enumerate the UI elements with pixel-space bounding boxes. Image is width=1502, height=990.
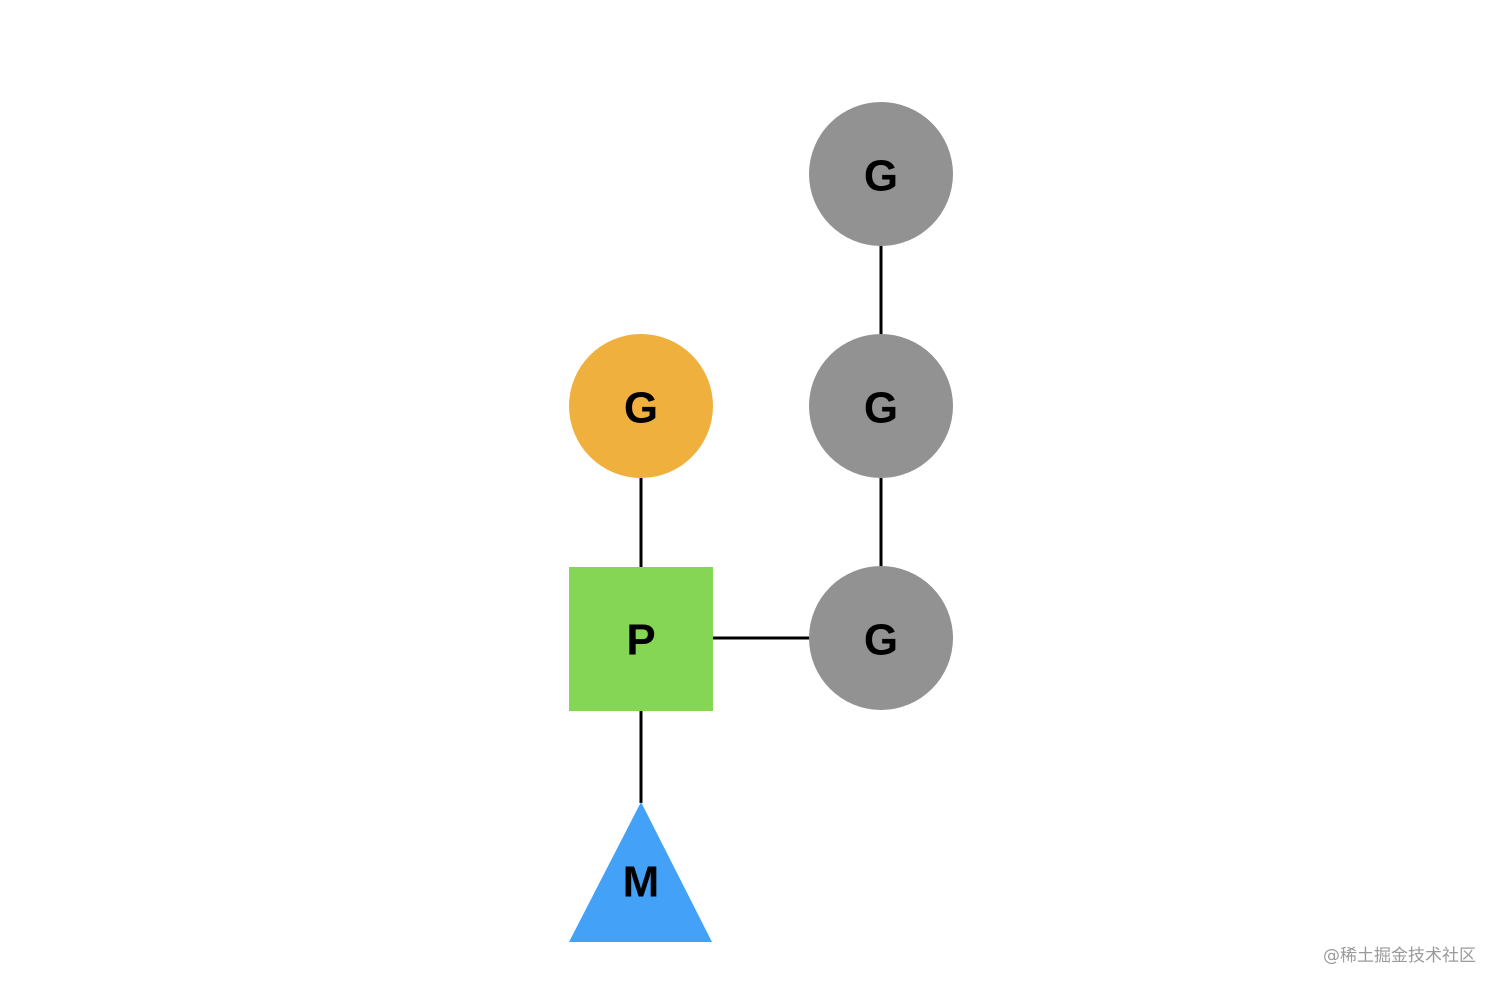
running-goroutine-node: G — [569, 334, 713, 478]
machine-node: M — [569, 802, 712, 942]
running-goroutine-circle — [569, 334, 713, 478]
queued-goroutine-label-2: G — [864, 384, 898, 433]
watermark: @稀土掘金技术社区 — [1323, 946, 1476, 966]
queued-goroutine-node-1: G — [809, 566, 953, 710]
machine-label: M — [623, 858, 660, 907]
queued-goroutine-node-3: G — [809, 102, 953, 246]
processor-square — [569, 567, 713, 711]
queued-goroutine-label-1: G — [864, 616, 898, 665]
queued-goroutine-circle-3 — [809, 102, 953, 246]
queued-goroutine-label-3: G — [864, 152, 898, 201]
queued-goroutine-circle-2 — [809, 334, 953, 478]
machine-triangle — [569, 802, 712, 942]
processor-label: P — [626, 616, 655, 665]
running-goroutine-label: G — [624, 384, 658, 433]
processor-node: P — [569, 567, 713, 711]
queued-goroutine-node-2: G — [809, 334, 953, 478]
queued-goroutine-circle-1 — [809, 566, 953, 710]
